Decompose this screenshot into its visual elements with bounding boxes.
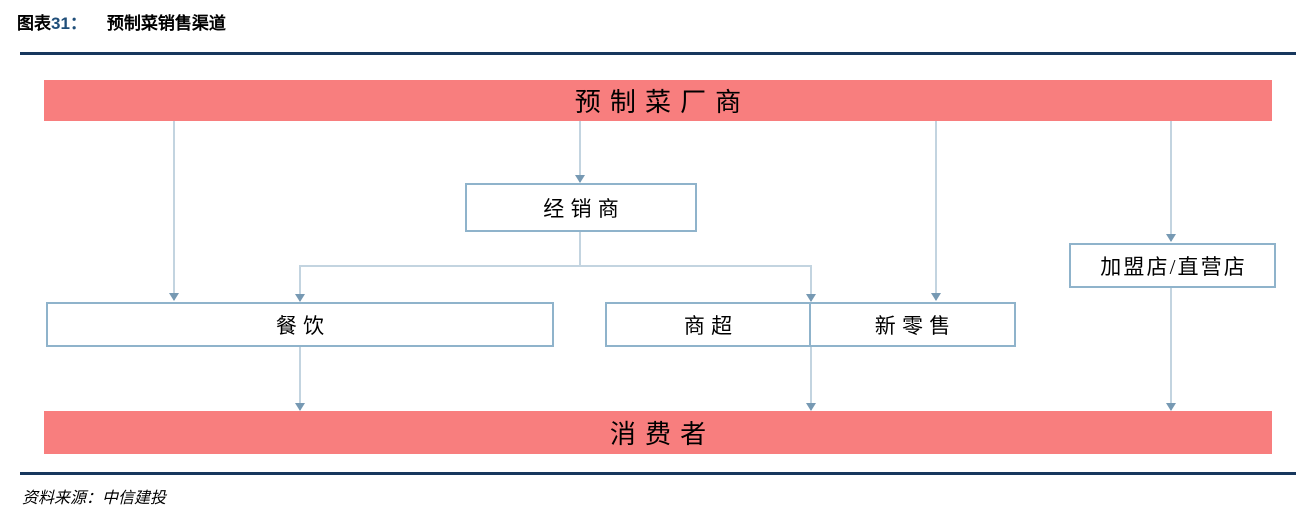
connector-manufacturer-to-new-retail xyxy=(931,121,941,301)
connector-franchise-to-consumer xyxy=(1166,288,1176,411)
connector-distributor-to-supermarket xyxy=(806,266,816,302)
node-new-retail: 新零售 xyxy=(809,302,1016,347)
connector-retail-to-consumer xyxy=(806,347,816,411)
source-note: 资料来源：中信建投 xyxy=(22,490,167,507)
figure-title: 图表31： 预制菜销售渠道 xyxy=(17,9,226,34)
node-manufacturer: 预制菜厂商 xyxy=(44,80,1272,121)
connector-manufacturer-to-franchise xyxy=(1166,121,1176,242)
connector-catering-to-consumer xyxy=(295,347,305,411)
figure-label-prefix: 图表 xyxy=(17,14,51,33)
node-franchise-store: 加盟店/直营店 xyxy=(1069,243,1276,288)
figure-name: 预制菜销售渠道 xyxy=(106,14,226,33)
connector-manufacturer-to-distributor xyxy=(575,121,585,183)
figure-label-number: 31： xyxy=(51,14,87,33)
top-divider-rule xyxy=(20,52,1296,55)
connector-distributor-stem xyxy=(579,232,581,266)
connector-distributor-to-catering xyxy=(295,266,305,302)
connector-distributor-branch xyxy=(299,265,812,267)
node-distributor: 经销商 xyxy=(465,183,697,232)
node-catering: 餐饮 xyxy=(46,302,554,347)
node-supermarket: 商超 xyxy=(605,302,811,347)
connector-manufacturer-to-catering xyxy=(169,121,179,301)
node-consumer: 消费者 xyxy=(44,411,1272,454)
bottom-divider-rule xyxy=(20,472,1296,475)
